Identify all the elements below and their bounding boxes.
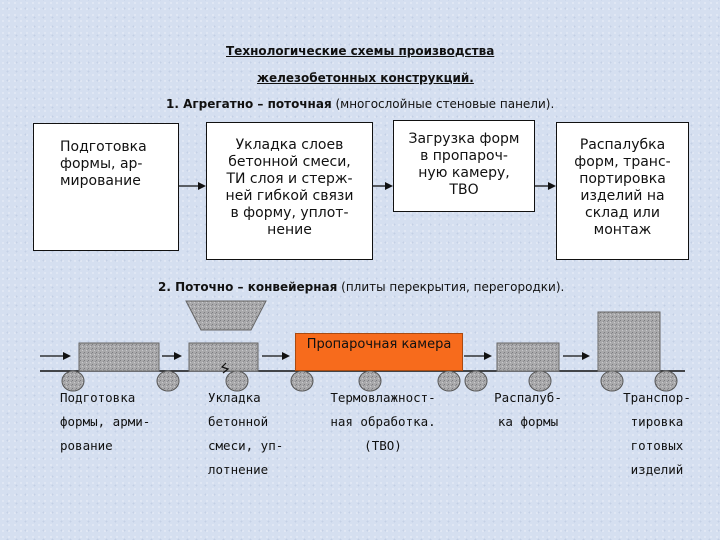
concrete-hopper [185,300,267,331]
arrowhead-icon [198,182,206,190]
label-line: изделий [630,462,684,477]
scheme1-box-laying: Укладка слоев бетонной смеси, ТИ слоя и … [206,122,373,260]
scheme-1-heading-rest: (многослойные стеновые панели). [331,97,555,111]
box-line: Загрузка форм [408,131,520,147]
scheme2-label-laying: Укладка бетонной смеси, уп- лотнение [208,386,283,482]
box-line: ТИ слоя и стерж- [226,171,353,187]
label-line: Укладка [208,390,261,405]
roller [156,370,180,392]
label-line: готовых [630,438,684,453]
scheme1-box-forming: Подготовка формы, ар- мирование [33,123,179,251]
scheme1-box-steam-chamber: Загрузка форм в пропароч- ную камеру, ТВ… [393,120,535,212]
label-line: Подготовка [60,390,136,405]
box-line: ную камеру, [418,165,510,181]
scheme-1-heading-bold: 1. Агрегатно – поточная [166,97,332,111]
roller [61,370,85,392]
scheme1-box-demolding: Распалубка форм, транс- портировка издел… [556,122,689,260]
title-line-2: железобетонных конструкций. [257,71,474,85]
arrowhead-icon [174,352,182,360]
product-stack [597,311,661,372]
scheme-2-heading-rest: (плиты перекрытия, перегородки). [337,280,565,294]
scheme-2-heading-bold: 2. Поточно – конвейерная [158,280,338,294]
box-line: нение [267,222,312,238]
box-line: в пропароч- [420,148,508,164]
box-line: мирование [60,173,141,189]
steam-chamber-label: Пропарочная камера [306,337,452,352]
arrowhead-icon [282,352,290,360]
roller [437,370,461,392]
form-block [496,342,560,372]
box-line: бетонной смеси, [228,154,351,170]
label-line: Транспор- [623,390,691,405]
box-line: изделий на [580,188,665,204]
scheme2-label-forming: Подготовка формы, арми- рование [60,386,150,458]
label-line: ная обработка. [330,414,436,429]
scheme2-label-transport: Транспор- тировка готовых изделий [612,386,702,482]
roller [358,370,382,392]
arrowhead-icon [484,352,492,360]
label-line: тировка [630,414,684,429]
label-line: смеси, уп- [208,438,284,453]
scheme-1-heading: 1. Агрегатно – поточная (многослойные ст… [166,97,554,111]
label-line: Распалуб- [494,390,562,405]
arrowhead-icon [582,352,590,360]
box-line: монтаж [593,222,652,238]
arrowhead-icon [63,352,71,360]
roller [290,370,314,392]
form-block [78,342,160,372]
box-line: склад или [585,205,660,221]
box-line: Укладка слоев [235,137,344,153]
box-line: в форму, уплот- [230,205,349,221]
scheme2-label-tvo: Термовлажност- ная обработка. (ТВО) [318,386,448,458]
label-line: формы, арми- [60,414,151,429]
roller [464,370,488,392]
box-line: ТВО [449,182,479,198]
box-line: формы, ар- [60,156,143,172]
label-line: ка формы [497,414,559,429]
label-line: Термовлажност- [330,390,436,405]
vibration-icon [220,362,230,374]
scheme2-label-demolding: Распалуб- ка формы [488,386,568,434]
box-line: портировка [579,171,666,187]
box-line: Подготовка [60,139,147,155]
box-line: Распалубка [579,137,666,153]
label-line: рование [60,438,113,453]
arrowhead-icon [548,182,556,190]
label-line: (ТВО) [364,438,402,453]
label-line: лотнение [208,462,269,477]
arrowhead-icon [385,182,393,190]
form-block [188,342,259,372]
scheme-2-heading: 2. Поточно – конвейерная (плиты перекрыт… [158,280,564,294]
label-line: бетонной [208,414,269,429]
steam-chamber: Пропарочная камера [295,333,463,371]
title-line-1: Технологические схемы производства [226,44,495,58]
box-line: форм, транс- [574,154,671,170]
box-line: ней гибкой связи [225,188,354,204]
roller [654,370,678,392]
